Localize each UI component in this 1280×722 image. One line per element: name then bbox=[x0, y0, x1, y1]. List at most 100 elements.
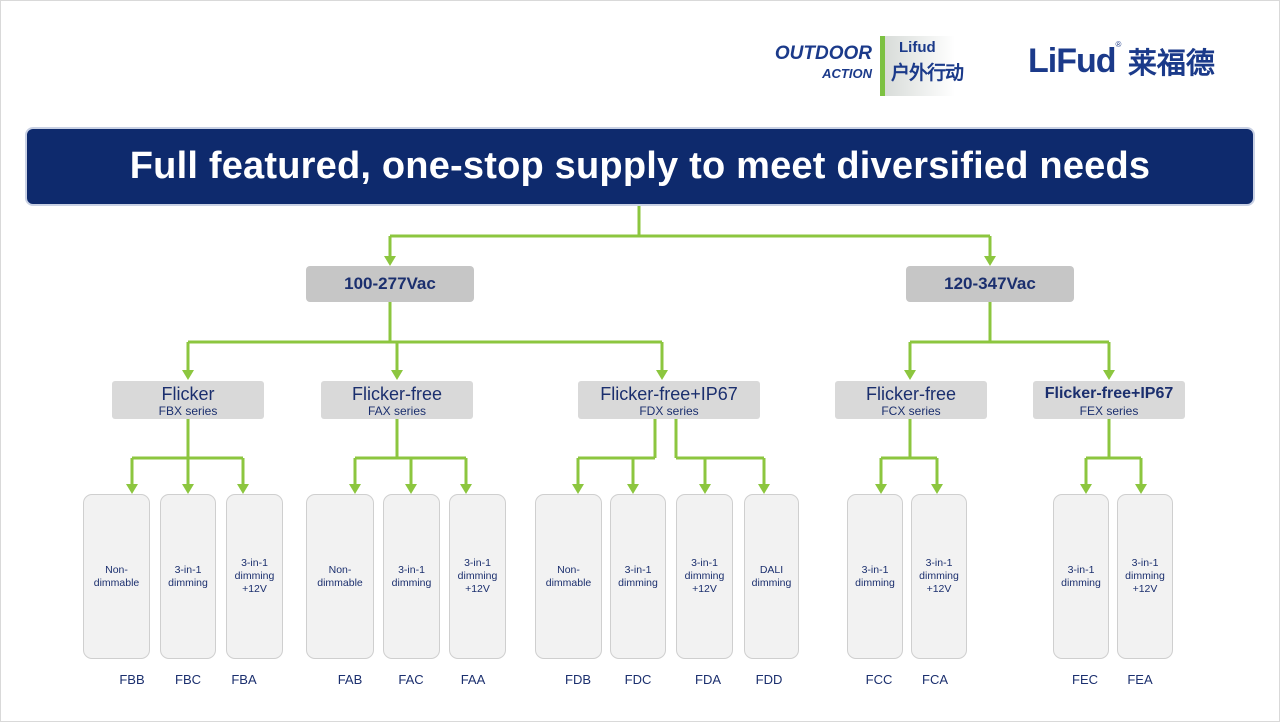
product-card-fdb: Non- dimmable bbox=[535, 494, 602, 659]
series-subtitle: FCX series bbox=[881, 404, 941, 418]
product-description: 3-in-1 dimming +12V bbox=[234, 557, 275, 595]
arrow-head bbox=[384, 256, 396, 266]
product-description: Non- dimmable bbox=[545, 563, 592, 589]
arrow-head bbox=[405, 484, 417, 494]
arrow-head bbox=[572, 484, 584, 494]
product-card-faa: 3-in-1 dimming +12V bbox=[449, 494, 506, 659]
product-code-fda: FDA bbox=[695, 672, 721, 687]
arrow-head bbox=[1135, 484, 1147, 494]
product-card-fda: 3-in-1 dimming +12V bbox=[676, 494, 733, 659]
arrow-head bbox=[349, 484, 361, 494]
outdoor-action-wordmark: OUTDOOR ACTION bbox=[760, 44, 872, 80]
series-title: Flicker-free+IP67 bbox=[600, 384, 738, 404]
series-title: Flicker-free bbox=[351, 384, 442, 404]
page-title: Full featured, one-stop supply to meet d… bbox=[129, 145, 1151, 187]
connector-fex bbox=[1084, 419, 1143, 486]
arrow-head bbox=[699, 484, 711, 494]
connector-banner-to-voltages bbox=[388, 206, 992, 258]
connector-fax bbox=[353, 419, 468, 486]
series-subtitle: FEX series bbox=[1079, 404, 1139, 418]
arrow-head bbox=[931, 484, 943, 494]
product-card-fec: 3-in-1 dimming bbox=[1053, 494, 1109, 659]
arrow-head bbox=[182, 484, 194, 494]
arrow-head bbox=[1103, 370, 1115, 380]
lifud-wordmark: LiFud bbox=[1028, 41, 1117, 80]
product-code-fcc: FCC bbox=[865, 672, 893, 687]
product-code-fdc: FDC bbox=[624, 672, 652, 687]
arrow-head bbox=[627, 484, 639, 494]
series-subtitle: FDX series bbox=[639, 404, 699, 418]
product-code-fca: FCA bbox=[922, 672, 948, 687]
series-title: Flicker bbox=[161, 384, 215, 404]
arrow-head bbox=[126, 484, 138, 494]
product-description: 3-in-1 dimming +12V bbox=[919, 557, 959, 595]
series-box-fbx: Flicker FBX series bbox=[112, 381, 264, 419]
product-code-fea: FEA bbox=[1127, 672, 1153, 687]
product-card-fab: Non- dimmable bbox=[306, 494, 374, 659]
product-description: 3-in-1 dimming bbox=[391, 563, 432, 589]
product-description: Non- dimmable bbox=[317, 563, 363, 589]
product-card-fba: 3-in-1 dimming +12V bbox=[226, 494, 283, 659]
product-card-fca: 3-in-1 dimming +12V bbox=[911, 494, 967, 659]
title-banner: Full featured, one-stop supply to meet d… bbox=[25, 127, 1255, 206]
outdoor-badge-brand: Lifud bbox=[899, 39, 936, 56]
arrow-head bbox=[984, 256, 996, 266]
product-description: DALI dimming bbox=[751, 563, 792, 589]
product-code-fab: FAB bbox=[337, 672, 363, 687]
outdoor-action-badge: Lifud 户外行动 bbox=[880, 36, 985, 96]
product-code-fdd: FDD bbox=[755, 672, 783, 687]
product-description: 3-in-1 dimming bbox=[1061, 563, 1101, 589]
product-description: Non- dimmable bbox=[93, 563, 140, 589]
product-description: 3-in-1 dimming +12V bbox=[684, 557, 725, 595]
outdoor-badge-chinese: 户外行动 bbox=[891, 63, 964, 84]
product-code-fbb: FBB bbox=[119, 672, 145, 687]
connector-fcx bbox=[879, 419, 939, 486]
product-description: 3-in-1 dimming bbox=[618, 563, 658, 589]
arrow-head bbox=[460, 484, 472, 494]
connector-v2-to-series bbox=[908, 302, 1111, 372]
product-card-fcc: 3-in-1 dimming bbox=[847, 494, 903, 659]
arrow-head bbox=[904, 370, 916, 380]
arrow-head bbox=[656, 370, 668, 380]
product-card-fdd: DALI dimming bbox=[744, 494, 799, 659]
series-box-fax: Flicker-free FAX series bbox=[321, 381, 473, 419]
product-card-fea: 3-in-1 dimming +12V bbox=[1117, 494, 1173, 659]
voltage-box-100-277: 100-277Vac bbox=[306, 266, 474, 302]
lifud-chinese-name: 莱福德 bbox=[1127, 48, 1215, 80]
product-code-faa: FAA bbox=[460, 672, 486, 687]
product-description: 3-in-1 dimming bbox=[855, 563, 895, 589]
lifud-logo: LiFud® 莱福德 bbox=[1028, 40, 1215, 80]
arrow-head bbox=[182, 370, 194, 380]
action-word: ACTION bbox=[822, 66, 872, 81]
series-box-fdx: Flicker-free+IP67 FDX series bbox=[578, 381, 760, 419]
outdoor-action-logo: OUTDOOR ACTION Lifud 户外行动 bbox=[760, 36, 985, 98]
product-card-fbc: 3-in-1 dimming bbox=[160, 494, 216, 659]
arrow-head bbox=[758, 484, 770, 494]
product-description: 3-in-1 dimming +12V bbox=[1125, 557, 1165, 595]
product-code-fbc: FBC bbox=[175, 672, 201, 687]
outdoor-word: OUTDOOR bbox=[774, 43, 872, 64]
series-title: Flicker-free bbox=[865, 384, 956, 404]
product-code-fec: FEC bbox=[1072, 672, 1098, 687]
product-description: 3-in-1 dimming bbox=[168, 563, 208, 589]
series-box-fex: Flicker-free+IP67 FEX series bbox=[1033, 381, 1185, 419]
connector-fdx bbox=[576, 419, 766, 486]
series-subtitle: FAX series bbox=[367, 404, 427, 418]
series-box-fcx: Flicker-free FCX series bbox=[835, 381, 987, 419]
product-card-fac: 3-in-1 dimming bbox=[383, 494, 440, 659]
product-card-fbb: Non- dimmable bbox=[83, 494, 150, 659]
product-code-fdb: FDB bbox=[565, 672, 591, 687]
product-description: 3-in-1 dimming +12V bbox=[457, 557, 498, 595]
series-subtitle: FBX series bbox=[158, 404, 218, 418]
arrow-head bbox=[237, 484, 249, 494]
arrow-head bbox=[1080, 484, 1092, 494]
registered-mark: ® bbox=[1115, 40, 1122, 49]
arrow-head bbox=[391, 370, 403, 380]
arrow-head bbox=[875, 484, 887, 494]
voltage-box-120-347: 120-347Vac bbox=[906, 266, 1074, 302]
product-card-fdc: 3-in-1 dimming bbox=[610, 494, 666, 659]
connector-v1-to-series bbox=[186, 302, 664, 372]
product-code-fac: FAC bbox=[398, 672, 424, 687]
product-code-fba: FBA bbox=[231, 672, 257, 687]
